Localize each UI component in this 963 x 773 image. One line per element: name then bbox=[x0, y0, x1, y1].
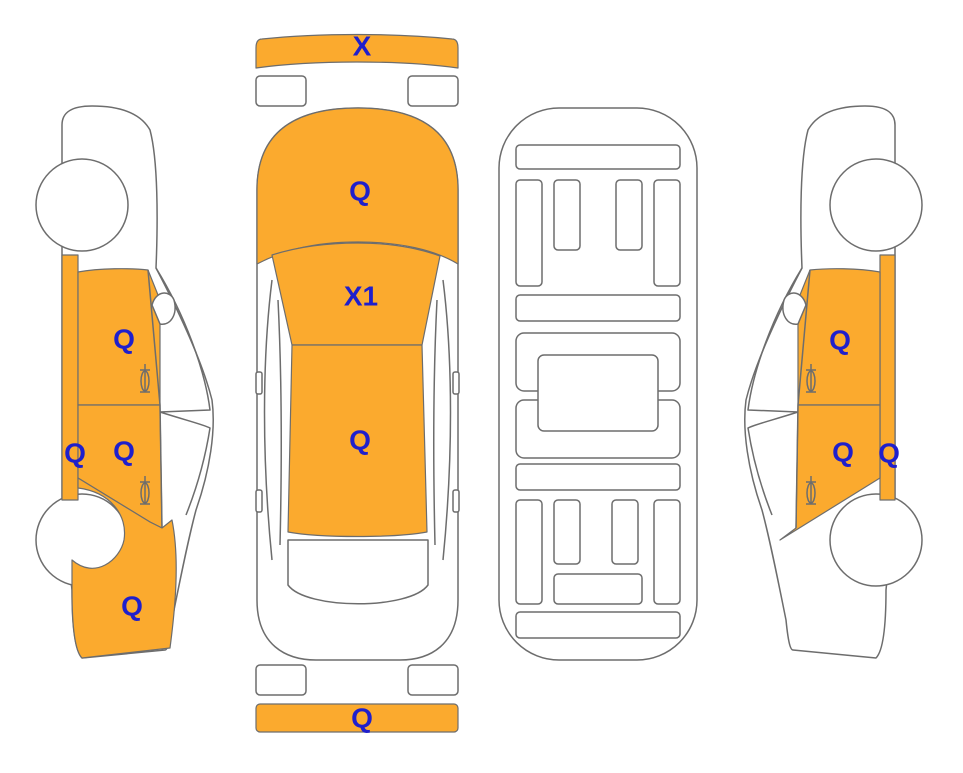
right-taillight bbox=[407, 664, 459, 696]
underbody-front-right-rail bbox=[653, 179, 681, 287]
rear-bumper-panel bbox=[255, 703, 459, 733]
right-rear-handle-knob bbox=[806, 482, 816, 504]
left-rear-window-line bbox=[159, 411, 211, 516]
underbody-front-left-inner bbox=[553, 179, 581, 251]
left-mirror bbox=[255, 371, 263, 395]
right-rear-door-panel bbox=[779, 404, 881, 541]
rear-window bbox=[287, 539, 429, 605]
hood-code: Q bbox=[349, 176, 371, 207]
front-bumper-code: X bbox=[353, 31, 372, 62]
left-rear-mirror bbox=[255, 489, 263, 513]
right-b-pillar-line bbox=[795, 404, 799, 529]
left-rocker-panel bbox=[61, 254, 79, 501]
rear-bumper-code: Q bbox=[351, 703, 373, 734]
underbody-crossmember-rear bbox=[515, 463, 681, 491]
left-front-door-handle bbox=[140, 364, 150, 393]
left-rear-door-code: Q bbox=[113, 436, 135, 467]
left-a-pillar-line bbox=[147, 269, 161, 406]
right-rear-mirror bbox=[452, 489, 460, 513]
underbody-front-bar bbox=[515, 144, 681, 170]
right-window-line bbox=[747, 267, 803, 413]
underbody-rear-bar bbox=[515, 611, 681, 639]
right-front-wheel bbox=[829, 158, 923, 252]
top-view bbox=[255, 33, 460, 733]
underbody-view bbox=[498, 107, 698, 661]
windshield-code: X1 bbox=[344, 281, 378, 312]
right-rear-window-line bbox=[747, 411, 799, 516]
right-door-glass bbox=[432, 299, 438, 546]
underbody-rear-right-inner bbox=[611, 499, 639, 565]
right-front-door-handle bbox=[806, 364, 816, 393]
right-rear-door-code: Q bbox=[832, 437, 854, 468]
left-side-window-line bbox=[263, 279, 273, 561]
left-window-line bbox=[155, 267, 211, 413]
roof-panel bbox=[287, 344, 428, 538]
right-front-door-panel bbox=[797, 268, 881, 406]
left-rear-handle-knob bbox=[140, 482, 150, 504]
underbody-rear-left-rail bbox=[515, 499, 543, 605]
left-front-door-panel bbox=[77, 268, 161, 406]
damage-labels: X Q X1 Q Q Q Q Q Q Q Q Q bbox=[64, 31, 900, 734]
left-front-handle-knob bbox=[140, 370, 150, 392]
right-front-door-code: Q bbox=[829, 325, 851, 356]
right-side-window-line bbox=[442, 279, 452, 561]
left-rear-quarter-code: Q bbox=[121, 591, 143, 622]
right-rocker-code: Q bbox=[878, 438, 900, 469]
left-side-view bbox=[35, 105, 214, 659]
left-front-wheel bbox=[35, 158, 129, 252]
right-a-pillar-line bbox=[797, 269, 811, 406]
roof-code: Q bbox=[349, 425, 371, 456]
left-rear-door-handle bbox=[140, 476, 150, 505]
hood-panel bbox=[256, 107, 459, 265]
left-taillight bbox=[255, 664, 307, 696]
windshield-panel bbox=[271, 242, 441, 346]
left-front-door-code: Q bbox=[113, 324, 135, 355]
left-door-glass bbox=[277, 299, 283, 546]
left-rear-quarter-panel bbox=[71, 477, 177, 659]
right-front-handle-knob bbox=[806, 370, 816, 392]
left-b-pillar-line bbox=[159, 404, 163, 529]
right-headlight bbox=[407, 75, 459, 107]
underbody-crossmember-front bbox=[515, 294, 681, 322]
underbody-front-right-inner bbox=[615, 179, 643, 251]
right-rear-door-handle bbox=[806, 476, 816, 505]
left-rocker-code: Q bbox=[64, 438, 86, 469]
right-side-view bbox=[744, 105, 923, 659]
underbody-center-tunnel bbox=[537, 354, 659, 432]
right-rear-wheel bbox=[829, 493, 923, 587]
right-mirror bbox=[452, 371, 460, 395]
left-mirror-side bbox=[151, 292, 176, 325]
underbody-rear-left-inner bbox=[553, 499, 581, 565]
front-bumper-panel bbox=[255, 33, 459, 69]
underbody-rear-right-rail bbox=[653, 499, 681, 605]
right-mirror-side bbox=[782, 292, 807, 325]
underbody-front-left-rail bbox=[515, 179, 543, 287]
left-headlight bbox=[255, 75, 307, 107]
underbody-spare-well bbox=[553, 573, 643, 605]
